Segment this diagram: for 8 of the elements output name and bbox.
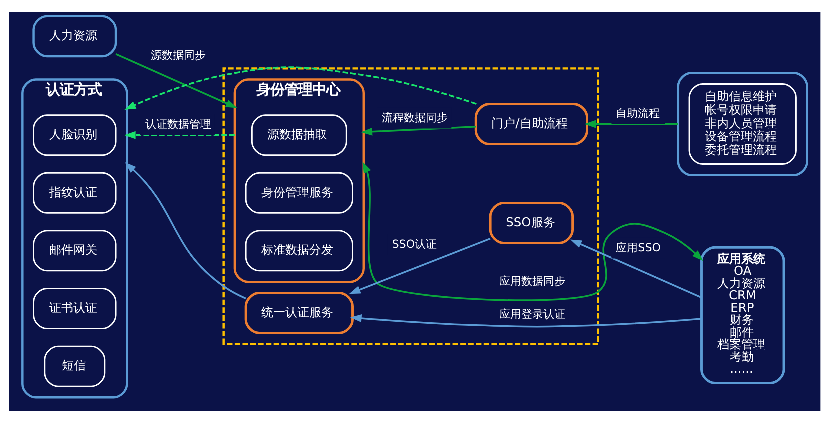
edge-label: 源数据同步	[150, 48, 206, 62]
edge-label: 应用SSO	[616, 241, 661, 254]
edge-label: 应用数据同步	[498, 274, 565, 288]
edge-label: SSO认证	[392, 238, 437, 251]
edge-label: 应用登录认证	[498, 308, 565, 321]
edge-label: 流程数据同步	[382, 110, 448, 124]
edge-label: 认证数据管理	[144, 118, 211, 131]
edge-label: 自助流程	[616, 106, 660, 120]
